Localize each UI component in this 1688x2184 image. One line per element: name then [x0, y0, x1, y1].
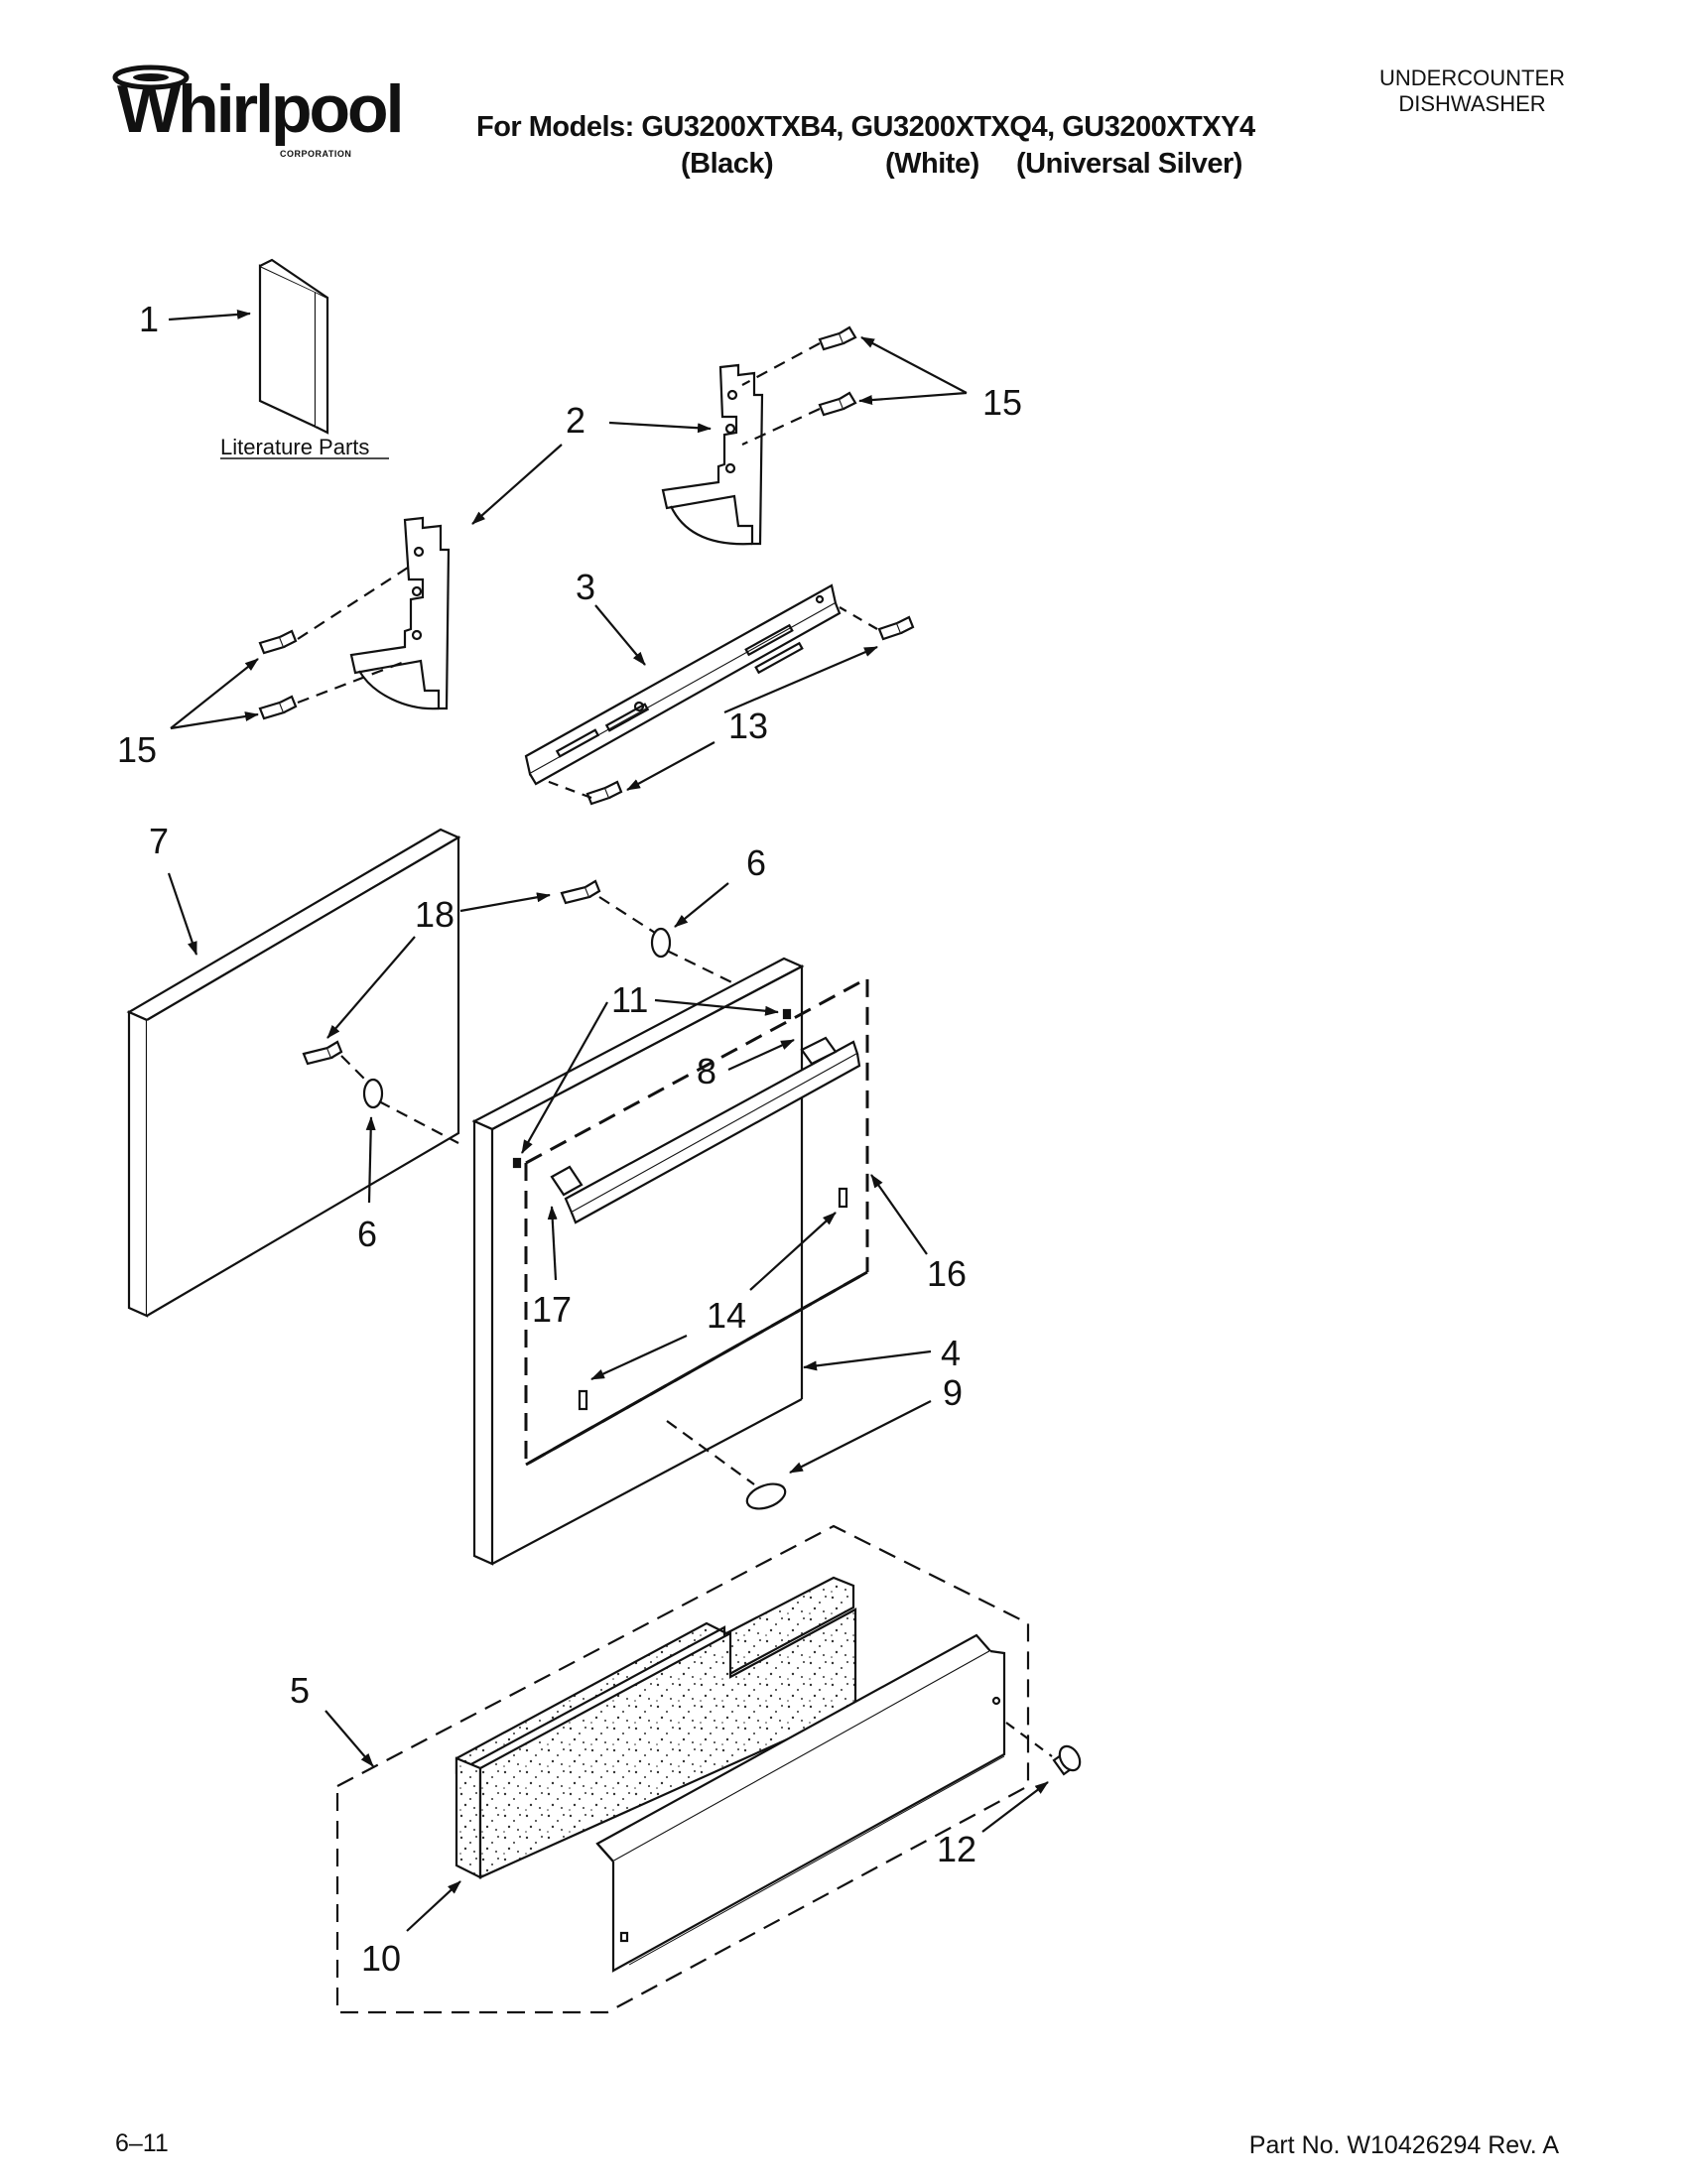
variant-black: (Black)	[681, 148, 774, 180]
callout-15-arrow-c	[170, 658, 259, 729]
insulation-pad	[454, 1576, 857, 1879]
callout-13-arrow-b	[626, 741, 715, 791]
door-handle	[550, 1036, 861, 1224]
toe-kick-group-outline-5	[335, 1524, 1030, 2014]
callout-11-arrow-a	[654, 998, 779, 1016]
callout-14-arrow-b	[590, 1335, 688, 1380]
callout-4-arrow	[803, 1349, 932, 1371]
variant-silver: (Universal Silver)	[1016, 148, 1242, 180]
revision-date: 6–11	[115, 2129, 169, 2157]
callout-10: 10	[361, 1938, 401, 1979]
callout-6-arrow-b	[365, 1116, 376, 1204]
callout-18-arrow-b	[326, 936, 416, 1039]
callout-15-arrow-b	[858, 391, 968, 406]
callout-5: 5	[290, 1670, 310, 1711]
washer-6a	[650, 927, 672, 959]
callout-14: 14	[707, 1295, 746, 1336]
callout-5-arrow	[325, 1710, 374, 1767]
callout-8: 8	[697, 1051, 716, 1092]
category-line-2: DISHWASHER	[1398, 91, 1546, 116]
callout-9: 9	[943, 1372, 963, 1413]
callout-11: 11	[611, 979, 648, 1020]
callout-1-arrow	[168, 309, 251, 321]
callout-17-arrow	[547, 1206, 558, 1281]
callout-15-arrow-a	[860, 336, 968, 394]
side-panel	[126, 828, 461, 1318]
washer-6b	[362, 1078, 384, 1109]
callout-16: 16	[927, 1253, 967, 1294]
callout-14-arrow-a	[749, 1212, 837, 1291]
callout-13: 13	[728, 706, 768, 746]
callout-10-arrow	[406, 1880, 461, 1932]
whirlpool-logo: Whirlpool CORPORATION	[111, 62, 404, 161]
screw-15d	[258, 695, 298, 720]
callout-4: 4	[941, 1333, 961, 1373]
callout-6-bottom: 6	[357, 1214, 377, 1254]
product-category: UNDERCOUNTER DISHWASHER	[1379, 65, 1565, 117]
screw-15c	[258, 629, 298, 655]
part-number: Part No. W10426294 Rev. A	[1248, 2131, 1559, 2159]
toe-kick-panel	[595, 1633, 1006, 1973]
callout-3-arrow	[594, 604, 646, 666]
callout-2-arrow-left	[471, 444, 563, 525]
stud-14b	[578, 1389, 588, 1411]
callout-12: 12	[937, 1829, 976, 1869]
screw-18a	[560, 879, 601, 905]
category-line-1: UNDERCOUNTER	[1379, 65, 1565, 90]
callout-13-arrow-a	[723, 645, 878, 714]
callout-18-arrow-a	[459, 892, 551, 913]
callout-16-arrow	[870, 1174, 928, 1255]
door-panel	[471, 957, 805, 1566]
stud-14a	[838, 1187, 848, 1209]
plug-9	[745, 1482, 787, 1510]
callout-2-arrow-right	[608, 421, 712, 434]
pin-11a	[782, 1008, 792, 1020]
bracket-right	[661, 363, 764, 546]
screw-13b	[585, 780, 623, 806]
callout-1: 1	[139, 299, 159, 339]
callout-18: 18	[415, 894, 454, 935]
brand-sub: CORPORATION	[280, 149, 352, 159]
callout-17: 17	[532, 1289, 572, 1330]
screw-13a	[877, 615, 915, 641]
callout-3: 3	[576, 567, 595, 607]
screw-18b	[302, 1040, 343, 1066]
callout-7-arrow	[167, 872, 198, 956]
screw-12	[1052, 1744, 1082, 1776]
screw-15a	[818, 325, 857, 351]
callout-2: 2	[566, 400, 585, 441]
callout-7: 7	[149, 821, 169, 861]
literature-booklet	[258, 258, 329, 435]
callout-15-arrow-d	[170, 711, 259, 730]
pin-11b	[512, 1157, 522, 1169]
callout-15-bottom: 15	[117, 729, 157, 770]
literature-label: Literature Parts	[220, 435, 369, 459]
callout-12-arrow	[981, 1781, 1049, 1833]
callout-6-arrow-a	[674, 882, 729, 928]
mounting-rail	[524, 583, 842, 786]
callout-8-arrow	[727, 1038, 795, 1072]
callout-9-arrow	[789, 1400, 932, 1474]
variant-white: (White)	[885, 148, 979, 180]
models-line: For Models: GU3200XTXB4, GU3200XTXQ4, GU…	[476, 111, 1255, 143]
callout-15-top: 15	[982, 382, 1022, 423]
callout-11-arrow-b	[521, 1001, 608, 1154]
screw-15b	[818, 391, 857, 417]
brand-name: Whirlpool	[117, 71, 404, 147]
bracket-left	[349, 516, 451, 710]
swoosh-icon	[112, 64, 190, 90]
callout-6-top: 6	[746, 842, 766, 883]
